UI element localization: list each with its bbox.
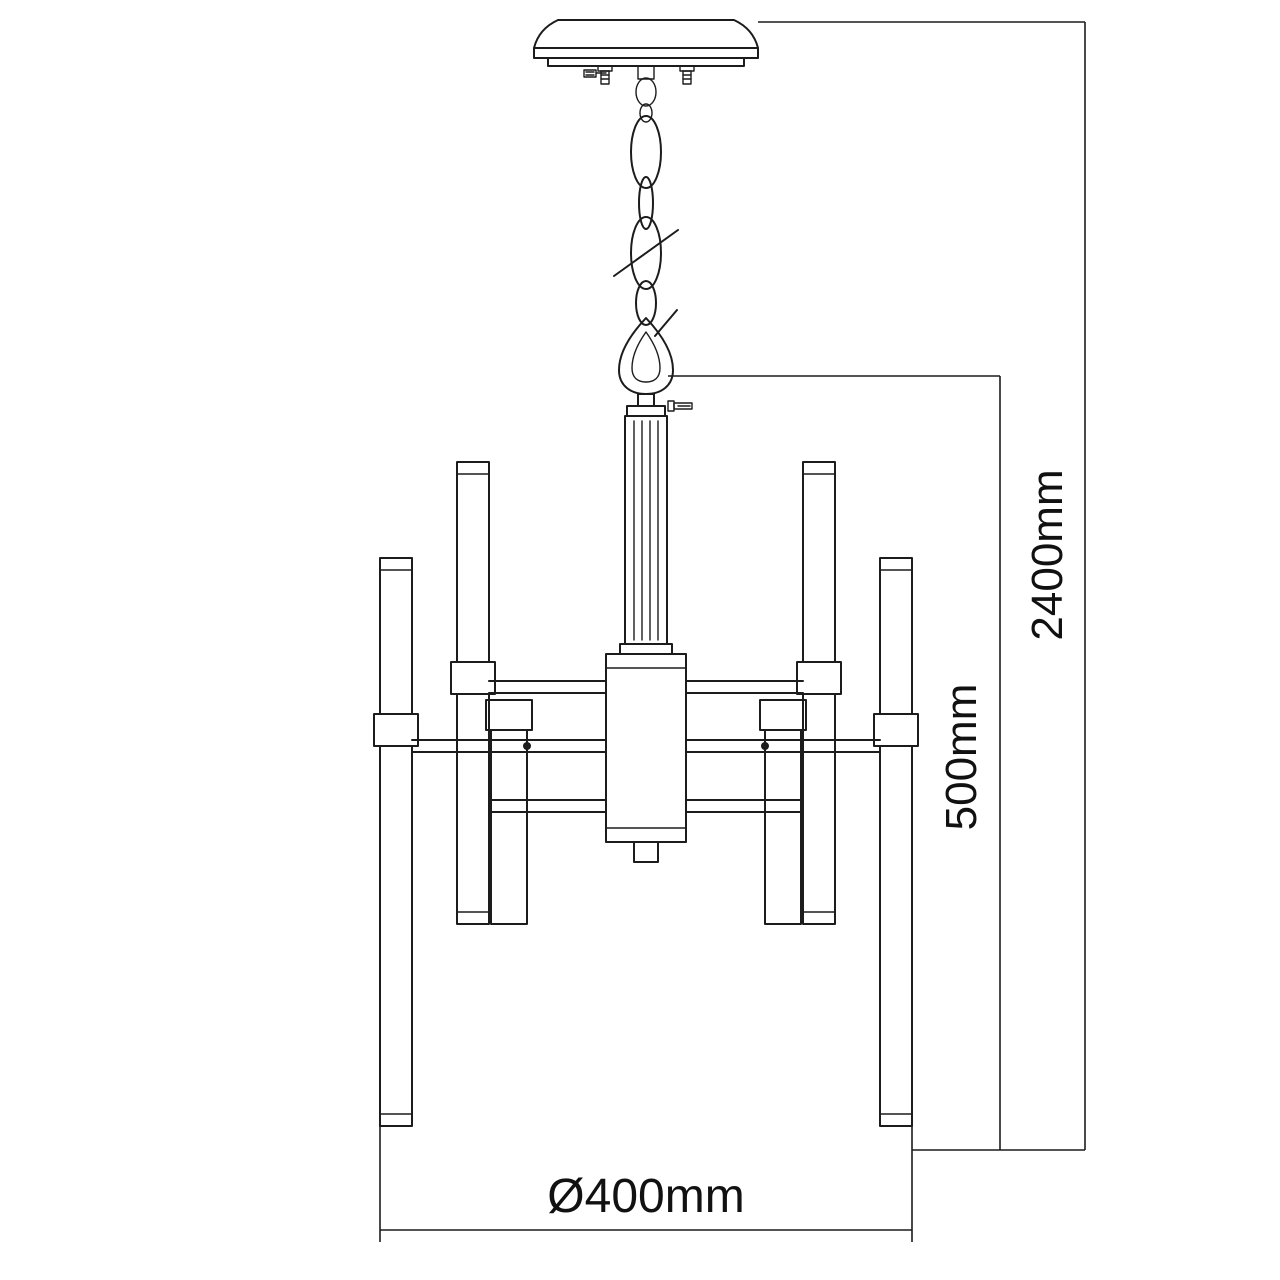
chain-link <box>630 216 662 290</box>
chain-link <box>638 176 654 230</box>
arm-upper-right <box>685 680 804 694</box>
suspension-hook <box>618 309 678 395</box>
hook-snap <box>654 309 678 337</box>
canopy-rim <box>533 47 759 59</box>
canopy-loop <box>635 77 657 107</box>
cap-screw <box>667 400 693 412</box>
tube-collar <box>450 661 496 695</box>
chain-link <box>630 115 662 189</box>
arm-middle-left <box>411 739 607 753</box>
chain-link <box>635 280 657 326</box>
center-column <box>619 415 673 655</box>
overall-height-label: 2400mm <box>1023 469 1072 640</box>
hub-finial <box>633 841 659 863</box>
dimension-fixture-height: 500mm <box>668 375 1001 1150</box>
tube-collar <box>485 699 533 731</box>
tube-collar <box>873 713 919 747</box>
candle-tube-inner-right <box>796 461 842 925</box>
fixture-height-label: 500mm <box>937 684 986 831</box>
center-hub <box>605 653 687 863</box>
dimension-overall-height: 2400mm <box>758 21 1086 1151</box>
candle-tube-outer-left <box>373 557 419 1127</box>
candle-tube-inner-left <box>450 461 496 925</box>
tube-collar <box>796 661 842 695</box>
candle-tube-rear-right <box>759 699 807 925</box>
canopy-screw-left <box>597 65 613 85</box>
candle-tube-rear-left <box>485 699 533 925</box>
canopy-stem <box>637 65 655 80</box>
diameter-label: Ø400mm <box>547 1170 744 1223</box>
canopy-step <box>547 57 745 67</box>
dimension-diameter: Ø400mm <box>379 1126 913 1242</box>
candle-tube-outer-right <box>873 557 919 1127</box>
canopy-dome <box>533 19 759 49</box>
column-cap <box>626 393 693 417</box>
arms <box>411 680 881 813</box>
tube-collar <box>759 699 807 731</box>
canopy-screw-right <box>679 65 695 85</box>
hanging-chain <box>613 115 679 326</box>
arm-lower-right <box>685 799 804 813</box>
arm-lower-left <box>488 799 607 813</box>
arm-upper-left <box>488 680 607 694</box>
ceiling-canopy <box>533 19 759 123</box>
tube-collar <box>373 713 419 747</box>
chain-break-mark <box>613 229 679 277</box>
arm-middle-right <box>685 739 881 753</box>
canopy-ring <box>639 103 653 123</box>
canopy-side-screw <box>583 69 607 78</box>
column-base-band <box>619 643 673 655</box>
